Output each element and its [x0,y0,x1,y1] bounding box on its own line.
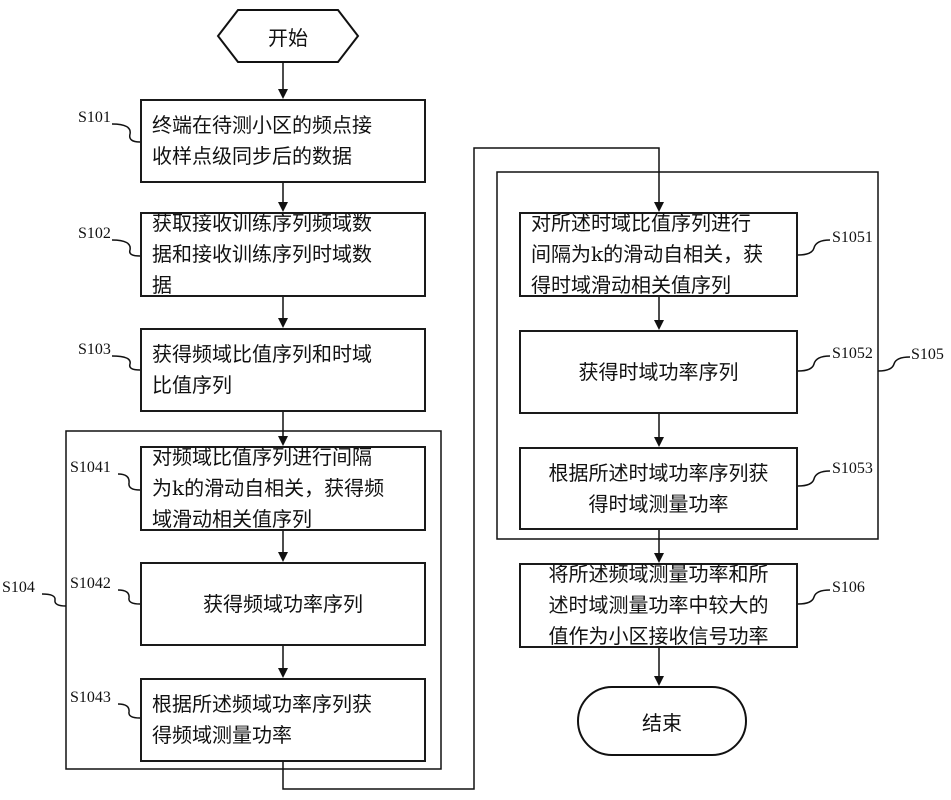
label-s104: S104 [2,579,35,597]
label-s102: S102 [78,225,111,243]
leader-s1043 [118,704,140,718]
step-s1042-box: 获得频域功率序列 [140,562,426,646]
step-s1052-box: 获得时域功率序列 [519,330,798,414]
step-s1043-box: 根据所述频域功率序列获 得频域测量功率 [140,678,426,762]
step-s101-box: 终端在待测小区的频点接 收样点级同步后的数据 [140,99,426,183]
label-s1053: S1053 [832,460,873,478]
step-s1053-box: 根据所述时域功率序列获 得时域测量功率 [519,447,798,530]
label-s105: S105 [911,346,944,364]
label-s101: S101 [78,109,111,127]
leader-s1051 [798,240,830,255]
step-s106-box: 将所述频域测量功率和所 述时域测量功率中较大的 值作为小区接收信号功率 [519,563,798,648]
step-s1041-box: 对频域比值序列进行间隔 为k的滑动自相关，获得频 域滑动相关值序列 [140,446,426,531]
label-s103: S103 [78,341,111,359]
label-s1043: S1043 [70,689,111,707]
step-s1051-box: 对所述时域比值序列进行 间隔为k的滑动自相关，获 得时域滑动相关值序列 [519,212,798,297]
label-s1051: S1051 [832,229,873,247]
label-s1042: S1042 [70,575,111,593]
leader-s1053 [798,471,830,486]
leader-s106 [798,590,830,604]
label-s1041: S1041 [70,459,111,477]
label-s106: S106 [832,579,865,597]
leader-s104 [42,594,66,606]
leader-s102 [112,240,140,256]
leader-s101 [112,124,140,142]
end-terminal-label: 结束 [578,687,746,755]
leader-s1052 [798,356,830,371]
leader-s105 [878,357,910,371]
start-terminal-label: 开始 [218,10,358,62]
step-s102-box: 获取接收训练序列频域数 据和接收训练序列时域数 据 [140,212,426,297]
step-s103-box: 获得频域比值序列和时域 比值序列 [140,328,426,412]
leader-s1041 [118,474,140,490]
label-s1052: S1052 [832,345,873,363]
leader-s1042 [118,590,140,604]
leader-s103 [112,356,140,370]
